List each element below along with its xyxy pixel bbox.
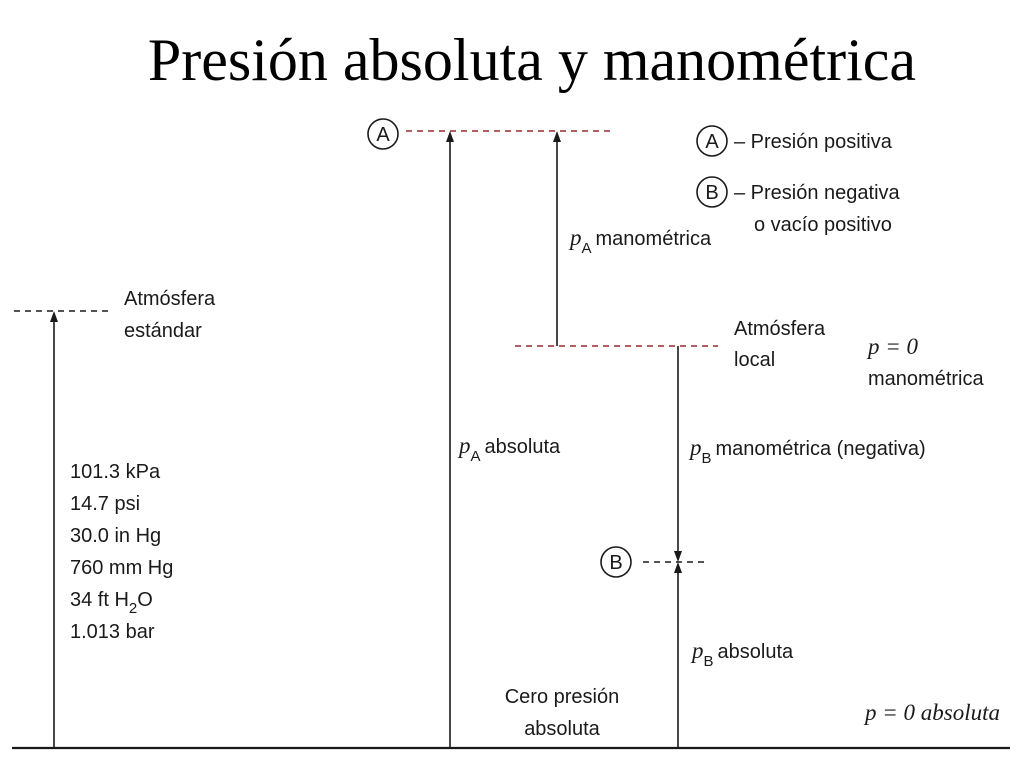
legend-b-circle: [696, 176, 728, 208]
absolute-zero-center-label-1: Cero presión: [505, 686, 620, 708]
value-bar: 1.013 bar: [70, 621, 155, 643]
page-title: Presión absoluta y manométrica: [148, 27, 916, 93]
value-kpa: 101.3 kPa: [70, 461, 161, 483]
pb-absolute-arrowhead: [674, 562, 682, 573]
pa-manometric-arrowhead: [553, 131, 561, 142]
gauge-zero-label-1: p = 0: [866, 334, 919, 359]
legend: A – Presión positiva B – Presión negativ…: [696, 125, 901, 236]
point-b-label: B: [609, 552, 622, 574]
local-atmosphere-label-2: local: [734, 349, 775, 371]
legend-a-marker: A: [705, 131, 719, 153]
value-in-hg: 30.0 in Hg: [70, 525, 161, 547]
point-a-label: A: [376, 124, 390, 146]
standard-atmosphere-label-2: estándar: [124, 320, 202, 342]
legend-b-text-1: – Presión negativa: [734, 182, 901, 204]
point-a-circle: [367, 118, 399, 150]
absolute-zero-right-label: p = 0 absoluta: [863, 700, 1000, 725]
legend-a-circle: [696, 125, 728, 157]
standard-atmosphere-label-1: Atmósfera: [124, 288, 216, 310]
pa-absolute-arrowhead: [446, 131, 454, 142]
point-b-circle: [600, 546, 632, 578]
legend-b-marker: B: [705, 182, 718, 204]
standard-atmosphere-values: 101.3 kPa 14.7 psi 30.0 in Hg 760 mm Hg …: [70, 461, 173, 643]
standard-atmosphere-arrowhead: [50, 311, 58, 322]
value-psi: 14.7 psi: [70, 493, 140, 515]
value-mm-hg: 760 mm Hg: [70, 557, 173, 579]
gauge-zero-label-2: manométrica: [868, 368, 984, 390]
legend-a-text: – Presión positiva: [734, 131, 893, 153]
value-ft-h2o: 34 ft H2O: [70, 589, 153, 617]
legend-b-text-2: o vacío positivo: [754, 214, 892, 236]
local-atmosphere-label-1: Atmósfera: [734, 318, 826, 340]
pb-manometric-arrowhead: [674, 551, 682, 562]
absolute-zero-center-label-2: absoluta: [524, 718, 600, 740]
